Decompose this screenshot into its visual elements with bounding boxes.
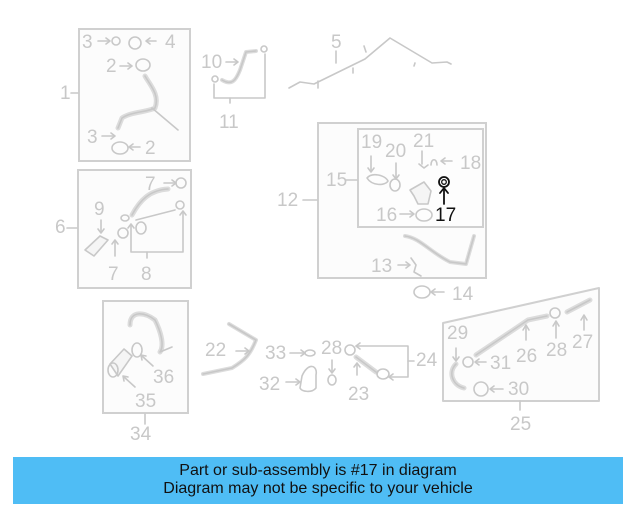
callout-2: 2 xyxy=(106,56,117,77)
callout-24: 24 xyxy=(416,350,438,371)
group-frame-1 xyxy=(78,28,191,162)
callout-17-highlighted[interactable]: 17 xyxy=(435,205,457,226)
callout-12: 12 xyxy=(277,190,299,211)
callout-28: 28 xyxy=(546,340,568,361)
callout-9: 9 xyxy=(94,199,105,220)
callout-25: 25 xyxy=(510,414,532,435)
callout-28: 28 xyxy=(321,338,343,359)
callout-5: 5 xyxy=(331,32,342,53)
callout-13: 13 xyxy=(371,256,393,277)
callout-10: 10 xyxy=(201,52,223,73)
callout-4: 4 xyxy=(165,32,176,53)
callout-21: 21 xyxy=(413,131,435,152)
diagram-linework xyxy=(66,36,600,425)
callout-36: 36 xyxy=(153,367,175,388)
group-frame-15 xyxy=(357,128,484,228)
banner-disclaimer-text: Diagram may not be specific to your vehi… xyxy=(163,480,473,497)
callout-7: 7 xyxy=(145,174,156,195)
callout-20: 20 xyxy=(385,141,407,162)
callout-16: 16 xyxy=(376,205,398,226)
callout-30: 30 xyxy=(508,379,530,400)
banner-part-text: Part or sub-assembly is #17 in diagram xyxy=(179,462,457,479)
callout-34: 34 xyxy=(130,424,152,445)
callout-26: 26 xyxy=(516,346,538,367)
callout-2: 2 xyxy=(145,138,156,159)
callout-15: 15 xyxy=(326,170,348,191)
callout-1: 1 xyxy=(60,83,71,104)
callout-18: 18 xyxy=(460,153,482,174)
callout-31: 31 xyxy=(490,353,512,374)
callout-33: 33 xyxy=(265,343,287,364)
callout-14: 14 xyxy=(452,284,474,305)
info-banner: Part or sub-assembly is #17 in diagram D… xyxy=(13,457,623,504)
callout-3: 3 xyxy=(87,127,98,148)
callout-22: 22 xyxy=(205,340,227,361)
callout-35: 35 xyxy=(135,391,157,412)
group-frame-25 xyxy=(442,287,600,402)
callout-23: 23 xyxy=(348,384,370,405)
callout-29: 29 xyxy=(447,323,469,344)
callout-8: 8 xyxy=(141,264,152,285)
group-frame-6 xyxy=(77,169,192,289)
callout-3: 3 xyxy=(82,32,93,53)
callout-32: 32 xyxy=(259,374,281,395)
callout-7: 7 xyxy=(108,264,119,285)
callout-19: 19 xyxy=(361,132,383,153)
callout-6: 6 xyxy=(55,217,66,238)
callout-27: 27 xyxy=(572,332,594,353)
callout-11: 11 xyxy=(219,112,239,133)
parts-diagram: 1 2 2 3 3 4 5 6 7 7 8 9 10 11 12 13 14 1… xyxy=(55,28,600,445)
